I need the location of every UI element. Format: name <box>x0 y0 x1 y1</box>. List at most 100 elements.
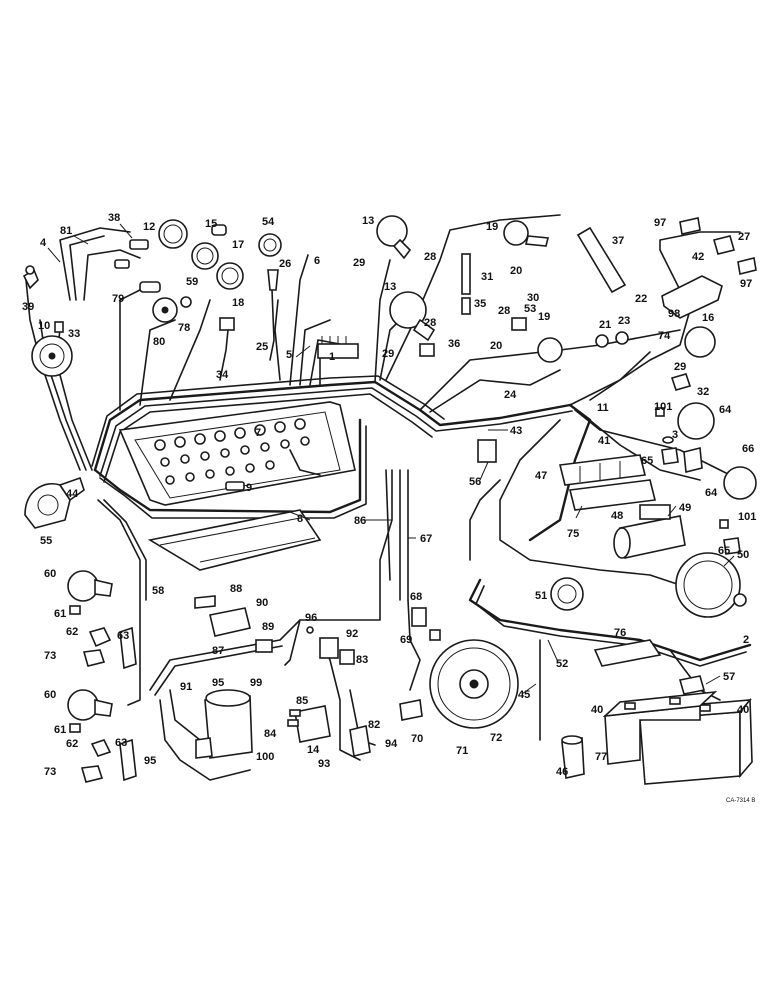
callout-65b: 65 <box>718 545 730 557</box>
callout-56: 56 <box>469 476 481 488</box>
callout-31: 31 <box>481 271 493 283</box>
callout-40b: 40 <box>737 704 749 716</box>
callout-98: 98 <box>668 308 680 320</box>
callout-39: 39 <box>22 301 34 313</box>
brackets-88-90 <box>194 595 273 653</box>
callout-65: 65 <box>641 455 653 467</box>
callout-9: 9 <box>246 482 252 494</box>
callout-17: 17 <box>232 239 244 251</box>
callout-1: 1 <box>329 351 335 363</box>
callout-62b: 62 <box>66 738 78 750</box>
callout-22: 22 <box>635 293 647 305</box>
connectors-21-23-28 <box>419 317 692 391</box>
callout-101: 101 <box>654 401 672 413</box>
callout-4: 4 <box>40 237 47 249</box>
callout-61b: 61 <box>54 724 66 736</box>
callout-21: 21 <box>599 319 611 331</box>
callout-35: 35 <box>474 298 486 310</box>
callout-37: 37 <box>612 235 624 247</box>
callout-68: 68 <box>410 591 422 603</box>
callout-83: 83 <box>356 654 368 666</box>
callout-27: 27 <box>738 231 750 243</box>
callout-32: 32 <box>697 386 709 398</box>
callout-87: 87 <box>212 645 224 657</box>
callout-74: 74 <box>658 330 671 342</box>
callout-81: 81 <box>60 225 72 237</box>
alternator-pulley <box>429 639 519 729</box>
callout-29: 29 <box>353 257 365 269</box>
horn <box>24 476 85 529</box>
callout-62: 62 <box>66 626 78 638</box>
callout-60b: 60 <box>44 689 56 701</box>
callout-69: 69 <box>400 634 412 646</box>
callout-63: 63 <box>117 630 129 642</box>
callout-46: 46 <box>556 766 568 778</box>
relay-92-83 <box>306 626 355 665</box>
callout-88: 88 <box>230 583 242 595</box>
callout-40: 40 <box>591 704 603 716</box>
callout-5: 5 <box>286 349 292 361</box>
upper-right-lights <box>376 215 716 363</box>
callout-36: 36 <box>448 338 460 350</box>
callout-73b: 73 <box>44 766 56 778</box>
callout-79: 79 <box>112 293 124 305</box>
condenser <box>561 735 585 779</box>
callout-29b: 29 <box>382 348 394 360</box>
callout-19: 19 <box>486 221 498 233</box>
callout-43: 43 <box>510 425 522 437</box>
connector-31-35 <box>461 253 471 315</box>
callout-52: 52 <box>556 658 568 670</box>
left-lights-upper <box>67 570 137 670</box>
fuse-row <box>154 418 310 485</box>
callout-8: 8 <box>297 513 303 525</box>
callout-29c: 29 <box>674 361 686 373</box>
callout-14: 14 <box>307 744 320 756</box>
callout-45: 45 <box>518 689 530 701</box>
callout-2: 2 <box>743 634 749 646</box>
callout-30: 30 <box>527 292 539 304</box>
callout-93: 93 <box>318 758 330 770</box>
callout-76: 76 <box>614 627 626 639</box>
callout-99: 99 <box>250 677 262 689</box>
battery-rear <box>602 690 718 765</box>
callout-78: 78 <box>178 322 190 334</box>
callout-94: 94 <box>385 738 398 750</box>
callout-82: 82 <box>368 719 380 731</box>
callout-54: 54 <box>262 216 275 228</box>
callout-20: 20 <box>510 265 522 277</box>
callout-24: 24 <box>504 389 517 401</box>
callout-25: 25 <box>256 341 268 353</box>
callout-100: 100 <box>256 751 274 763</box>
callout-49: 49 <box>679 502 691 514</box>
callout-92: 92 <box>346 628 358 640</box>
regulator <box>550 577 584 611</box>
callout-85: 85 <box>296 695 308 707</box>
callout-95: 95 <box>212 677 224 689</box>
callout-75: 75 <box>567 528 579 540</box>
callout-28b: 28 <box>498 305 510 317</box>
mount-84-85 <box>287 705 331 743</box>
cable-57-end <box>678 675 706 695</box>
bracket-76 <box>593 639 662 667</box>
callout-64: 64 <box>719 404 732 416</box>
callout-77: 77 <box>595 751 607 763</box>
lights-64-66 <box>662 402 757 500</box>
callout-20b: 20 <box>490 340 502 352</box>
glow-plugs <box>559 454 656 511</box>
callout-33: 33 <box>68 328 80 340</box>
callout-71: 71 <box>456 745 468 757</box>
callout-23: 23 <box>618 315 630 327</box>
callout-13b: 13 <box>384 281 396 293</box>
callout-53: 53 <box>524 303 536 315</box>
instrument-gauges <box>114 219 359 361</box>
callout-96: 96 <box>305 612 317 624</box>
resistor <box>477 439 497 463</box>
callout-11: 11 <box>597 402 609 414</box>
callout-50: 50 <box>737 549 749 561</box>
callout-18: 18 <box>232 297 244 309</box>
callout-95b: 95 <box>144 755 156 767</box>
callout-42: 42 <box>692 251 704 263</box>
callout-61: 61 <box>54 608 66 620</box>
callout-90: 90 <box>256 597 268 609</box>
callout-84: 84 <box>264 728 277 740</box>
